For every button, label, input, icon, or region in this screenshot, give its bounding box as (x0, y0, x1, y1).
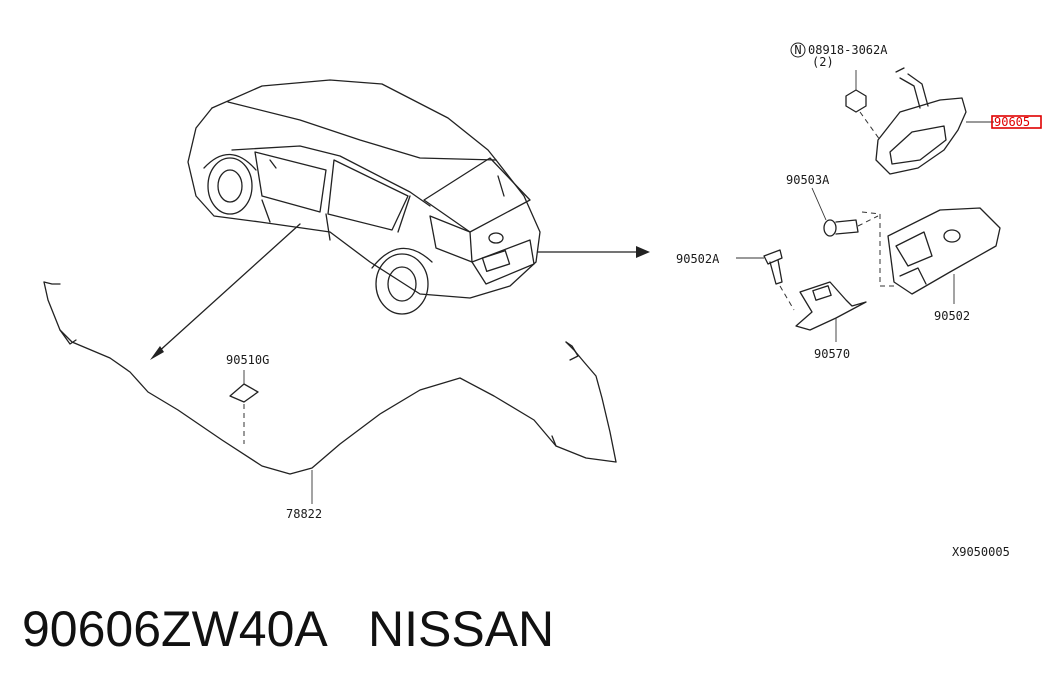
nut-circle-icon (790, 42, 806, 58)
handle-drawing (845, 67, 994, 175)
harness-drawing (43, 281, 617, 504)
bolt-drawing (736, 249, 795, 311)
label-handle[interactable]: 90605 (994, 115, 1030, 129)
vehicle-drawing (187, 79, 541, 315)
label-grommet[interactable]: 90510G (226, 353, 269, 367)
grommet-drawing (229, 370, 259, 444)
diagram-code: X9050005 (952, 545, 1010, 559)
screw-drawing (811, 187, 879, 237)
label-bolt-a[interactable]: 90502A (676, 252, 720, 266)
label-screw-a[interactable]: 90503A (786, 173, 830, 187)
label-nut-qty: (2) (812, 55, 834, 69)
bracket-drawing (795, 281, 867, 342)
nut-symbol: N (794, 43, 801, 57)
callout-handle[interactable]: 90605 (991, 115, 1042, 129)
caption-brand: NISSAN (368, 601, 554, 657)
label-latch[interactable]: 90502 (934, 309, 970, 323)
label-bracket[interactable]: 90570 (814, 347, 850, 361)
label-harness[interactable]: 78822 (286, 507, 322, 521)
caption-part-number: 90606ZW40A (22, 601, 328, 657)
latch-drawing (861, 207, 1001, 304)
callout-nut: N 08918-3062A (2) (790, 42, 888, 69)
arrow-head-right (636, 246, 650, 258)
arrow-head-left (150, 346, 164, 360)
leader-arrows (150, 223, 650, 360)
label-nut[interactable]: 08918-3062A (808, 43, 888, 57)
highlight-box (991, 115, 1042, 129)
